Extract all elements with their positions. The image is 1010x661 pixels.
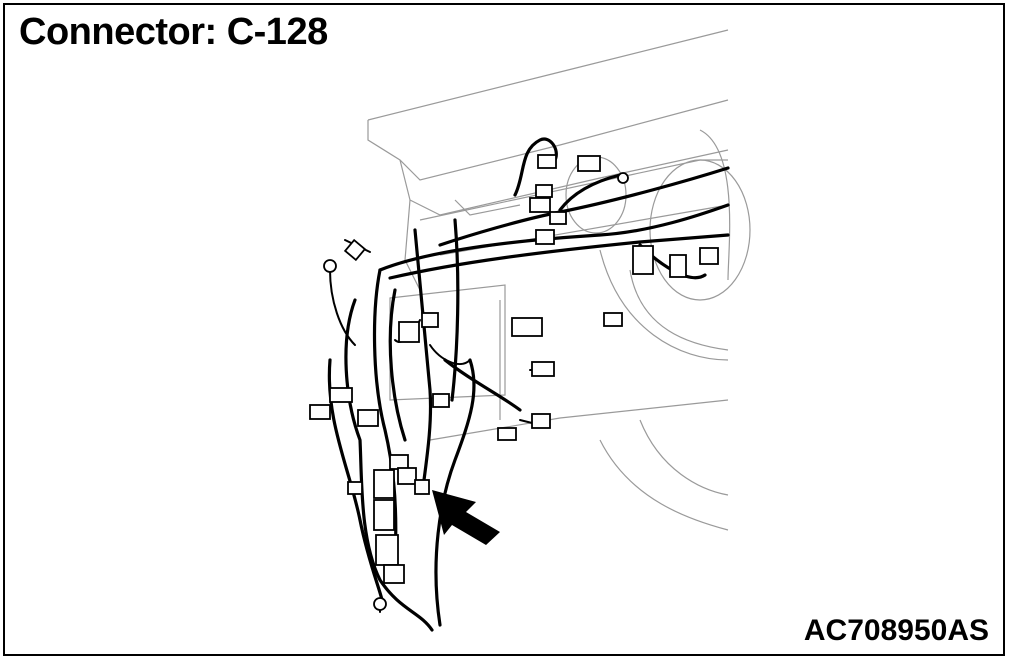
- connector-box: [603, 312, 623, 327]
- connector-box: [373, 499, 395, 531]
- connector-box: [389, 454, 409, 470]
- connector-box: [329, 387, 353, 403]
- dashboard-outline: [367, 29, 751, 531]
- callout-arrow: [432, 490, 500, 545]
- connector-box: [347, 481, 363, 495]
- connector-box: [383, 564, 405, 584]
- connector-box: [375, 534, 399, 566]
- connector-box: [549, 211, 567, 225]
- connector-box: [432, 393, 450, 408]
- connector-box: [535, 184, 553, 198]
- connector-box: [632, 245, 654, 275]
- ring-terminal: [373, 597, 387, 611]
- connector-box: [421, 312, 439, 328]
- diagram-title: Connector: C-128: [19, 11, 328, 53]
- connector-box: [699, 247, 719, 265]
- connector-c128: [414, 479, 430, 495]
- ring-terminal: [323, 259, 337, 273]
- connector-box: [397, 467, 417, 485]
- connector-box: [531, 413, 551, 429]
- connector-box: [343, 238, 367, 262]
- ring-terminal: [617, 172, 629, 184]
- figure-id: AC708950AS: [803, 614, 989, 647]
- diagram-frame: Connector: C-128 AC708950AS: [3, 3, 1005, 656]
- connector-box: [357, 409, 379, 427]
- connector-box: [537, 154, 557, 169]
- connector-box: [535, 229, 555, 245]
- connector-box: [511, 317, 543, 337]
- arrow-icon: [432, 490, 500, 545]
- connector-box: [529, 197, 551, 213]
- connector-box: [577, 155, 601, 172]
- connector-box: [309, 404, 331, 420]
- connector-box: [398, 321, 420, 343]
- ring-terminals: [323, 172, 629, 611]
- connector-box: [497, 427, 517, 441]
- connectors: [309, 154, 719, 584]
- connector-box: [669, 254, 687, 278]
- connector-box: [373, 469, 395, 499]
- connector-box: [531, 361, 555, 377]
